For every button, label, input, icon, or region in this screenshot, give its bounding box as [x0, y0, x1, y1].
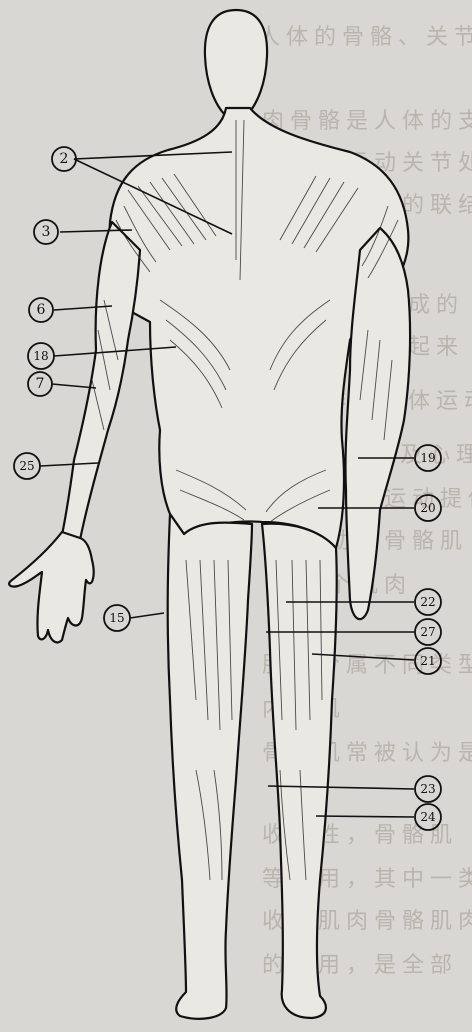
left-arm — [62, 222, 140, 540]
label-l27: 27 — [415, 619, 441, 645]
label-l25: 25 — [14, 453, 40, 479]
label-text: 22 — [420, 595, 435, 609]
label-l3: 3 — [34, 220, 58, 244]
label-text: 25 — [19, 459, 34, 473]
label-text: 7 — [36, 376, 45, 392]
bg-text-line: 肉骨骼是人体的支架 — [262, 109, 472, 134]
label-text: 24 — [420, 810, 436, 824]
label-text: 27 — [420, 625, 435, 639]
label-l15: 15 — [104, 605, 130, 631]
label-l6: 6 — [29, 298, 53, 322]
label-l7: 7 — [28, 372, 52, 396]
leader-line — [316, 816, 414, 817]
left-hand — [9, 532, 93, 642]
label-text: 21 — [420, 654, 435, 668]
label-l18: 18 — [28, 343, 54, 369]
label-text: 3 — [42, 224, 51, 240]
label-text: 19 — [420, 451, 435, 465]
right-leg — [262, 524, 337, 1018]
label-l23: 23 — [415, 776, 441, 802]
label-text: 23 — [420, 782, 435, 796]
label-l22: 22 — [415, 589, 441, 615]
label-l2: 2 — [52, 147, 76, 171]
head — [205, 10, 267, 116]
left-leg — [168, 514, 252, 1019]
label-text: 6 — [37, 302, 46, 318]
bg-text-line: 人体的骨骼、关节、肌 — [258, 25, 472, 50]
label-text: 18 — [33, 349, 48, 363]
right-arm — [345, 228, 410, 619]
label-text: 2 — [60, 151, 69, 167]
label-text: 15 — [109, 611, 124, 625]
label-text: 20 — [420, 501, 435, 515]
leader-line — [130, 613, 164, 618]
